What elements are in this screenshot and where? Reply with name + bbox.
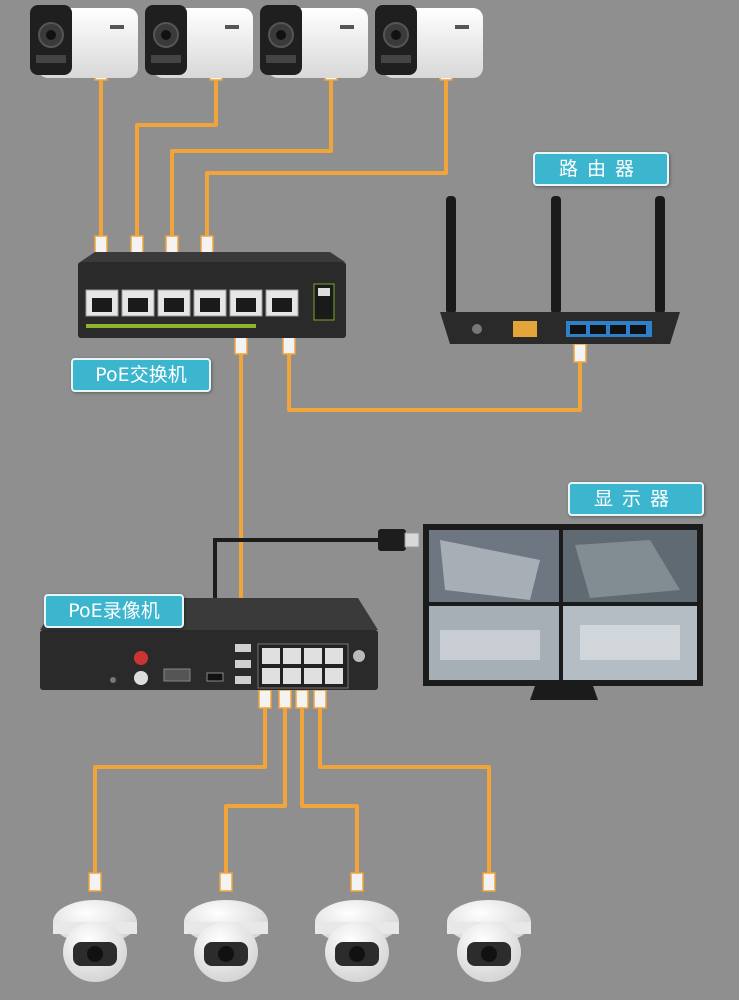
- cable-cam2-switch: [135, 80, 218, 240]
- bullet-camera-3: [260, 5, 368, 78]
- dome-camera-4: [447, 900, 531, 982]
- cable-nvr-dome3: [300, 700, 359, 885]
- dome-camera-2: [184, 900, 268, 982]
- cables: [93, 80, 582, 885]
- dome-camera-3: [315, 900, 399, 982]
- bullet-camera-2: [145, 5, 253, 78]
- cable-nvr-dome2: [224, 700, 287, 885]
- dome-camera-1: [53, 900, 137, 982]
- router-label: 路由器: [533, 152, 669, 186]
- cable-nvr-dome4: [318, 700, 491, 885]
- monitor: [423, 524, 703, 700]
- cable-switch-router: [287, 340, 582, 412]
- cable-cam3-switch: [170, 80, 333, 240]
- bullet-camera-4: [375, 5, 483, 78]
- poe-switch-label: PoE交换机: [71, 358, 211, 392]
- hdmi-connector-monitor: [378, 529, 420, 551]
- monitor-label: 显示器: [568, 482, 704, 516]
- wifi-router: [440, 196, 680, 344]
- poe-switch: [78, 252, 346, 338]
- poe-nvr-label: PoE录像机: [44, 594, 184, 628]
- cable-nvr-dome1: [93, 700, 267, 885]
- cable-cam4-switch: [205, 80, 448, 240]
- bullet-camera-1: [30, 5, 138, 78]
